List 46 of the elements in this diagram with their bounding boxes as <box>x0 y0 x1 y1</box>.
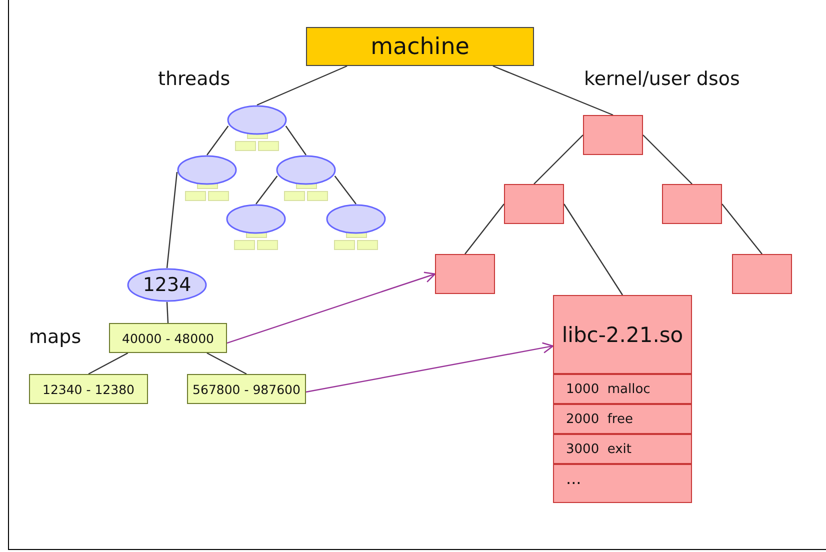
thread-ellipse <box>326 204 386 234</box>
dso-box <box>504 184 564 224</box>
node-text: 1234 <box>142 274 192 296</box>
map-box <box>187 374 306 404</box>
connector-line <box>534 134 584 184</box>
map-box <box>109 323 227 353</box>
connector-line <box>285 126 306 156</box>
title-text: machine <box>370 34 470 60</box>
section-label: threads <box>158 68 230 90</box>
thread-ellipse <box>127 268 207 302</box>
section-label: maps <box>29 326 82 348</box>
dso-box <box>662 184 722 224</box>
thread-ellipse <box>276 155 336 185</box>
connector-line <box>206 352 247 375</box>
machine-box <box>306 27 534 66</box>
connector-line <box>166 172 178 268</box>
table-row: 2000 free <box>554 403 691 433</box>
connector-line <box>88 352 128 375</box>
thread-ellipse <box>227 105 287 135</box>
table-row: ... <box>554 463 691 502</box>
connector-line <box>256 176 278 204</box>
dso-box <box>583 115 643 155</box>
dso-box <box>435 254 495 294</box>
table-row: 1000 malloc <box>554 373 691 403</box>
thread-ellipse <box>226 204 286 234</box>
connector-line <box>334 176 356 204</box>
connector-line <box>642 134 692 184</box>
arrow <box>306 342 554 393</box>
connector-line <box>492 65 614 116</box>
dso-table-box <box>553 295 692 503</box>
section-label: kernel/user dsos <box>584 68 740 90</box>
connector-line <box>722 204 762 254</box>
connector-line <box>464 204 504 254</box>
dso-box <box>732 254 792 294</box>
connector-line <box>564 204 623 296</box>
connector-line <box>166 302 169 324</box>
node-text: 567800 - 987600 <box>192 382 300 396</box>
node-text: 40000 - 48000 <box>122 330 214 346</box>
node-text: 12340 - 12380 <box>42 382 134 396</box>
table-title: libc-2.21.so <box>560 322 684 348</box>
arrow <box>226 272 436 344</box>
table-row: 3000 exit <box>554 433 691 463</box>
thread-ellipse <box>177 155 237 185</box>
connector-line <box>206 126 229 156</box>
connector-line <box>256 65 348 106</box>
map-box <box>29 374 148 404</box>
